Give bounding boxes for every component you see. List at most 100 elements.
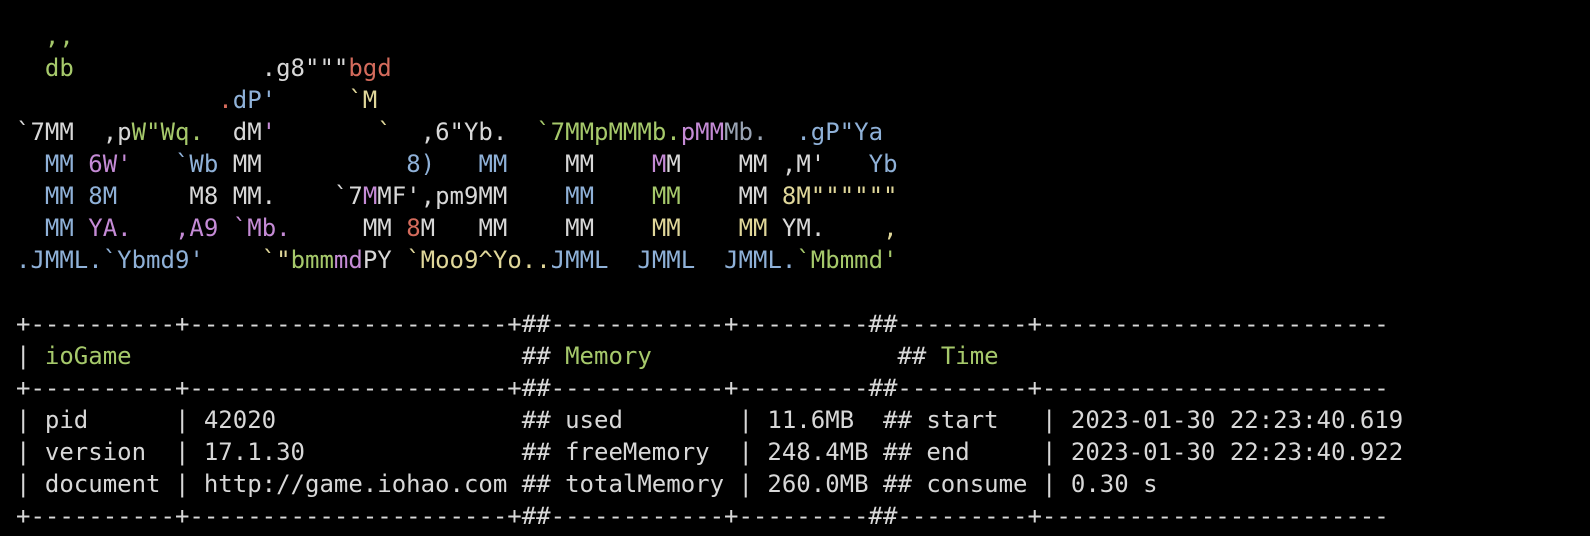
banner-segment [681, 214, 739, 242]
separator: ## [521, 342, 566, 370]
banner-segment: `Mbmmd' [796, 246, 898, 274]
row-key-time: consume [926, 470, 1028, 498]
banner-line: MM 8M M8 MM. `7MMF',pm9MM MM MM MM 8M"""… [16, 180, 1590, 212]
banner-segment: MM [44, 182, 89, 210]
banner-segment [16, 150, 45, 178]
banner-segment: bgd [348, 54, 392, 82]
banner-segment [262, 150, 407, 178]
banner-segment [16, 182, 45, 210]
pipe: | [1027, 470, 1071, 498]
banner-segment [507, 182, 565, 210]
banner-segment: M [420, 214, 479, 242]
banner-segment: `M [348, 86, 378, 114]
banner-segment: MM [478, 214, 508, 242]
pipe: | [16, 470, 45, 498]
banner-segment: `Mb. [232, 214, 291, 242]
banner-segment: `Moo9^Yo.. [406, 246, 551, 274]
banner-segment: `7MMpMMMb. [536, 118, 681, 146]
banner-segment [507, 214, 565, 242]
banner-segment: `7MM [16, 118, 103, 146]
banner-segment [132, 214, 175, 242]
banner-segment [594, 182, 652, 210]
row-value-memory: 260.0MB [767, 470, 869, 498]
banner-segment: db [44, 54, 74, 82]
banner-line: `7MM ,pW"Wq. dM' ` ,6"Yb. `7MMpMMMb.pMMM… [16, 116, 1590, 148]
banner-segment: 8M [88, 182, 118, 210]
pipe: | [1027, 438, 1071, 466]
banner-segment [132, 150, 175, 178]
banner-segment: `7 [333, 182, 363, 210]
pipe: | [16, 438, 45, 466]
banner-segment [825, 214, 883, 242]
banner-segment [276, 118, 377, 146]
banner-segment: W"Wq. [131, 118, 204, 146]
separator: ## [868, 438, 927, 466]
banner-line: MM YA. ,A9 `Mb. MM 8M MM MM MM MM YM. , [16, 212, 1590, 244]
banner-segment: ,p [102, 118, 132, 146]
banner-segment: .gP"Ya [767, 118, 884, 146]
banner-segment: `" [261, 246, 291, 274]
banner-segment [594, 214, 652, 242]
pipe: | [160, 438, 204, 466]
banner-segment: 8) [406, 150, 436, 178]
table-border-mid: +----------+----------------------+##---… [16, 374, 1389, 402]
banner-line: .dP' `M [16, 84, 1590, 116]
banner-segment: MF',pm9MM [377, 182, 508, 210]
banner-segment: Yb [868, 150, 898, 178]
banner-segment [608, 246, 637, 274]
row-value-time: 2023-01-30 22:23:40.922 [1070, 438, 1404, 466]
banner-segment: JMML [637, 246, 696, 274]
banner-segment: YA. [88, 214, 132, 242]
banner-segment: M8 MM. [189, 182, 277, 210]
row-value-memory: 248.4MB [767, 438, 869, 466]
banner-segment [507, 150, 565, 178]
banner-segment: MM [651, 214, 681, 242]
banner-segment: ` [377, 118, 421, 146]
separator: ## [507, 406, 566, 434]
separator: ## [868, 470, 927, 498]
banner-segment: MM [738, 182, 782, 210]
section-title-memory: Memory [565, 342, 652, 370]
banner-segment [695, 246, 724, 274]
pipe: | [724, 438, 768, 466]
pipe: | [160, 470, 204, 498]
banner-line: MM 6W' `Wb MM 8) MM MM MM MM ,M' Yb [16, 148, 1590, 180]
banner-segment: ,, [44, 22, 74, 50]
banner-segment: pMM [680, 118, 725, 146]
banner-segment: PY [362, 246, 392, 274]
banner-segment [16, 22, 45, 50]
banner-segment [392, 246, 406, 274]
pipe: | [16, 406, 45, 434]
banner-segment: dP' [232, 86, 277, 114]
row-key-time: end [926, 438, 1028, 466]
banner-segment [276, 86, 348, 114]
table-border-top: +----------+----------------------+##---… [16, 310, 1389, 338]
banner-segment [276, 182, 334, 210]
row-value-info: http://game.iohao.com [203, 470, 508, 498]
separator: ## [868, 406, 927, 434]
banner-segment: MM ,M' [738, 150, 826, 178]
banner-segment: MM [44, 150, 89, 178]
separator: ## [507, 470, 566, 498]
banner-segment [681, 182, 739, 210]
banner-segment: MM [362, 214, 407, 242]
banner-segment [204, 246, 262, 274]
row-value-time: 0.30 s [1070, 470, 1158, 498]
banner-segment: .JMML. [16, 246, 103, 274]
row-value-info: 17.1.30 [203, 438, 508, 466]
banner-segment: dM [203, 118, 262, 146]
table-body: | pid | 42020 ## used | 11.6MB ## start … [16, 404, 1590, 500]
banner-segment: MM [565, 214, 595, 242]
row-key-memory: used [565, 406, 725, 434]
banner-segment: MM [651, 182, 681, 210]
pipe: | [1027, 406, 1071, 434]
blank-line [16, 276, 1590, 308]
banner-segment: MM [738, 214, 782, 242]
table-row: | version | 17.1.30 ## freeMemory | 248.… [16, 436, 1590, 468]
banner-line: ,, [16, 20, 1590, 52]
pipe: | [16, 342, 45, 370]
row-key-memory: freeMemory [565, 438, 725, 466]
pipe: | [724, 406, 768, 434]
banner-segment: M [362, 182, 378, 210]
